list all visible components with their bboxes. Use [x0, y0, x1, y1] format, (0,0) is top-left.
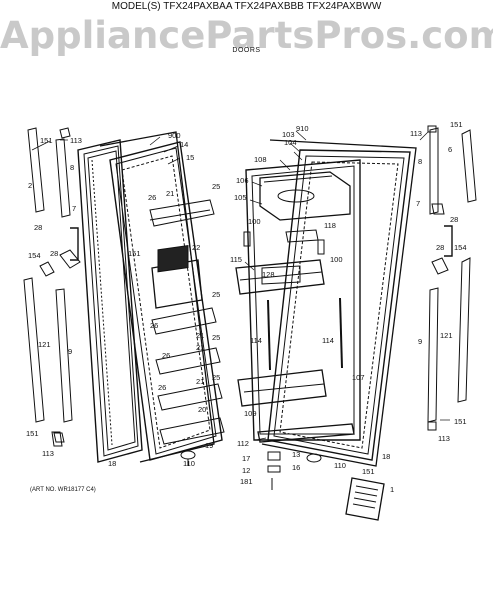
callout-28: 28: [50, 249, 58, 258]
callout-1: 1: [390, 485, 394, 494]
ice-dispenser-rack: [151, 245, 203, 309]
callout-110: 110: [183, 459, 195, 468]
callout-121: 121: [38, 340, 51, 349]
callout-114: 114: [322, 336, 334, 345]
callout-18: 18: [108, 459, 116, 468]
fresh-food-hinge-parts: [267, 451, 322, 490]
callout-113: 113: [438, 434, 450, 443]
callout-28: 28: [436, 243, 444, 252]
callout-910: 910: [296, 124, 309, 133]
freezer-door-panel: [77, 139, 143, 463]
callout-151: 151: [128, 249, 141, 258]
callout-12: 12: [242, 466, 250, 475]
callout-104: 104: [284, 138, 297, 147]
callout-21: 21: [166, 189, 174, 198]
callout-7: 7: [72, 204, 76, 213]
freezer-gasket: [99, 131, 215, 463]
callout-181: 181: [240, 477, 253, 486]
control-clip-b: [317, 239, 325, 255]
freezer-shelves: [149, 199, 225, 445]
callout-22: 22: [192, 243, 200, 252]
callout-106: 106: [236, 176, 249, 185]
door-bottom-trim: [257, 423, 355, 443]
callout-25: 25: [212, 290, 220, 299]
callout-28: 28: [450, 215, 458, 224]
callout-8: 8: [418, 157, 422, 166]
callout-151: 151: [450, 120, 463, 129]
callout-6: 6: [448, 145, 452, 154]
callout-26: 26: [162, 351, 170, 360]
callout-21: 21: [196, 343, 204, 352]
callout-100: 100: [248, 217, 261, 226]
callout-118: 118: [324, 221, 336, 230]
callout-20: 20: [198, 405, 206, 414]
callout-15: 15: [186, 153, 194, 162]
freezer-hinge-parts: [51, 431, 196, 466]
freezer-door-liner: [109, 141, 223, 461]
callout-26: 26: [148, 193, 156, 202]
callout-151: 151: [454, 417, 467, 426]
section-title: DOORS: [232, 47, 261, 54]
callout-113: 113: [42, 449, 54, 458]
callout-109: 109: [244, 409, 257, 418]
callout-151: 151: [26, 429, 39, 438]
art-number: (ART NO. WR18177 C4): [30, 487, 96, 493]
callout-14: 14: [180, 140, 188, 149]
callout-114: 114: [250, 336, 262, 345]
callout-25: 25: [212, 373, 220, 382]
callout-115: 115: [230, 255, 242, 264]
callout-19: 19: [205, 441, 213, 450]
callout-105: 105: [234, 193, 247, 202]
bin-support-right: [339, 297, 343, 369]
callout-154: 154: [28, 251, 41, 260]
callout-16: 16: [292, 463, 300, 472]
dairy-compartment: [259, 171, 351, 221]
door-bins: [235, 229, 327, 407]
callout-labels: 151 113 8 2 28 7 154 28 121 9 151 113 90…: [26, 120, 467, 494]
model-list: MODEL(S) TFX24PAXBAA TFX24PAXBBB TFX24PA…: [111, 1, 382, 12]
callout-112: 112: [237, 439, 249, 448]
callout-154: 154: [454, 243, 467, 252]
bin-support-left: [267, 299, 271, 371]
callout-100: 100: [330, 255, 343, 264]
callout-900: 900: [168, 131, 181, 140]
callout-25: 25: [212, 333, 220, 342]
callout-151: 151: [362, 467, 375, 476]
callout-21: 21: [196, 377, 204, 386]
callout-26: 26: [158, 383, 166, 392]
callout-21: 21: [196, 331, 204, 340]
callout-26: 26: [150, 321, 158, 330]
right-trim-strips: [427, 125, 477, 431]
callout-108: 108: [254, 155, 267, 164]
callout-128: 128: [262, 270, 275, 279]
control-clip-a: [243, 231, 251, 247]
callout-9: 9: [418, 337, 422, 346]
fresh-food-door-panel: [267, 149, 411, 461]
callout-13: 13: [292, 450, 300, 459]
callout-2: 2: [28, 181, 32, 190]
technical-sheet: [345, 477, 385, 521]
fresh-food-gasket: [261, 139, 417, 467]
callout-17: 17: [242, 454, 250, 463]
callout-8: 8: [70, 163, 74, 172]
leader-lines: [31, 130, 450, 441]
callout-110: 110: [334, 461, 346, 470]
left-trim-strips: [23, 127, 81, 443]
callout-25: 25: [212, 182, 220, 191]
callout-151: 151: [40, 136, 53, 145]
callout-113: 113: [70, 136, 82, 145]
callout-103: 103: [282, 130, 295, 139]
callout-7: 7: [416, 199, 420, 208]
callout-9: 9: [68, 347, 72, 356]
callout-107: 107: [352, 373, 365, 382]
callout-28: 28: [34, 223, 42, 232]
callout-18: 18: [382, 452, 390, 461]
callout-113: 113: [410, 129, 422, 138]
watermark: AppliancePartsPros.com: [0, 14, 493, 57]
callout-121: 121: [440, 331, 453, 340]
